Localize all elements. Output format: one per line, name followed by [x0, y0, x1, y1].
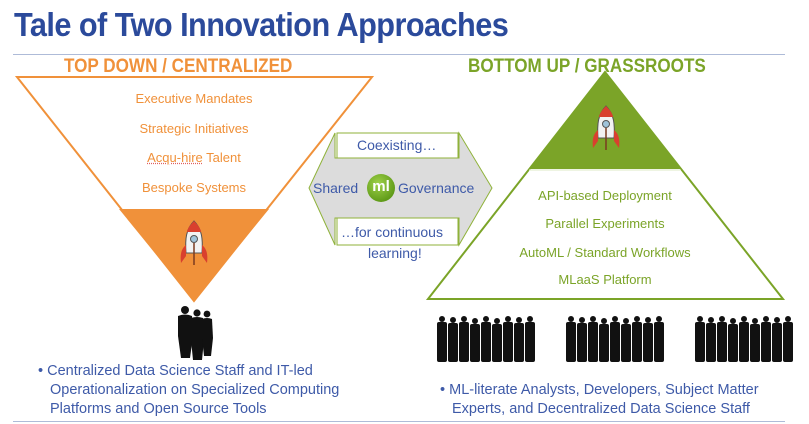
- right-item-mlaas-platform: MLaaS Platform: [558, 272, 652, 287]
- governance-text: Governance: [398, 180, 475, 196]
- shared-text: Shared: [313, 180, 359, 196]
- double-arrow-shape: [308, 131, 493, 247]
- for-continuous-text: …for continuous: [341, 224, 443, 240]
- page-title: Tale of Two Innovation Approaches: [14, 6, 509, 43]
- coexisting-text: Coexisting…: [357, 137, 437, 153]
- right-item-api-deployment: API-based Deployment: [538, 188, 672, 203]
- left-bullet: • Centralized Data Science Staff and IT-…: [38, 363, 340, 417]
- rocket-icon-right: [592, 105, 620, 150]
- right-item-parallel-experiments: Parallel Experiments: [545, 216, 665, 231]
- top-divider: [13, 54, 785, 55]
- right-bullet: • ML-literate Analysts, Developers, Subj…: [440, 382, 759, 417]
- large-crowd-silhouette-icon: [437, 316, 793, 362]
- bullet-dot: •: [38, 363, 48, 379]
- right-heading: BOTTOM UP / GRASSROOTS: [468, 56, 706, 77]
- talent-word: Talent: [202, 150, 241, 165]
- left-heading: TOP DOWN / CENTRALIZED: [64, 56, 293, 77]
- acquhire-word: Acqu-hire: [147, 150, 203, 165]
- small-team-silhouette-icon: [178, 306, 213, 360]
- left-item-bespoke-systems: Bespoke Systems: [141, 180, 247, 195]
- ml-logo-text: ml: [372, 178, 390, 195]
- ml-logo-icon: [367, 174, 395, 202]
- left-item-executive-mandates: Executive Mandates: [135, 91, 253, 106]
- bottom-divider: [13, 421, 785, 422]
- left-item-acquhire-talent: Acqu-hire Talent: [84, 150, 304, 165]
- rocket-icon-left: [180, 220, 208, 265]
- learning-text: learning!: [368, 245, 422, 261]
- left-item-strategic-initiatives: Strategic Initiatives: [139, 121, 249, 136]
- bullet-dot: •: [440, 382, 450, 398]
- right-item-automl-workflows: AutoML / Standard Workflows: [519, 245, 691, 260]
